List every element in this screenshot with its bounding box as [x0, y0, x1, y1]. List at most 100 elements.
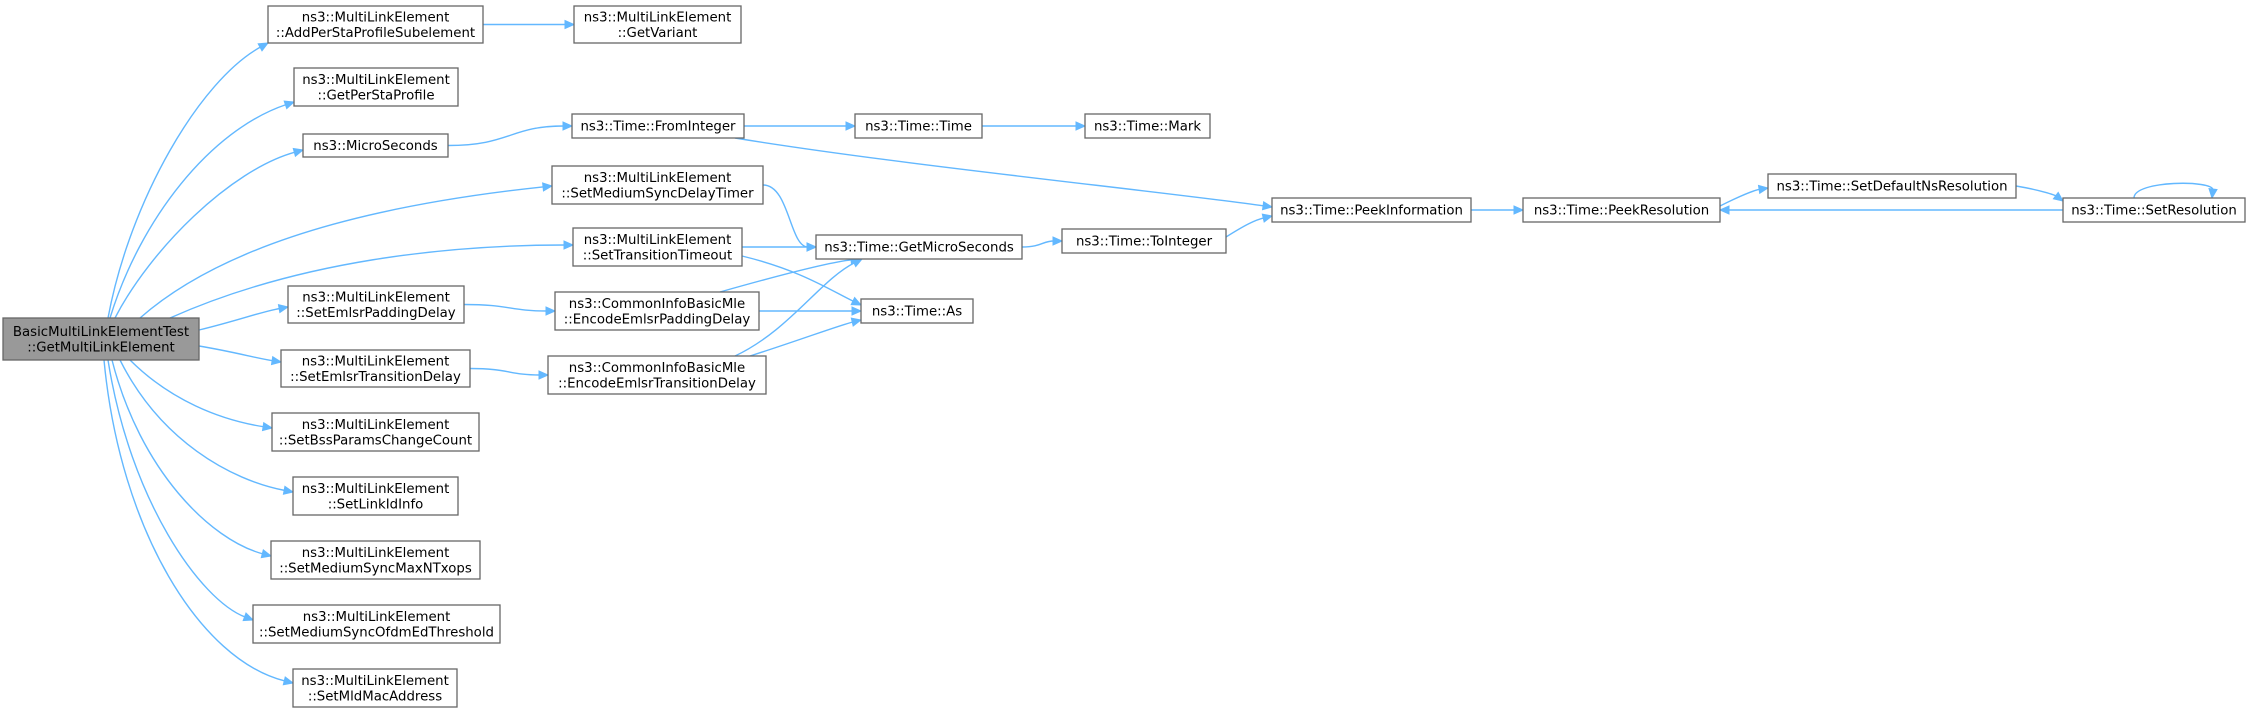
edge-line — [107, 359, 246, 618]
node-label: ::SetEmlsrTransitionDelay — [290, 370, 461, 385]
edge-line — [734, 261, 856, 357]
edge-line — [119, 359, 286, 492]
node-microSec[interactable]: ns3::MicroSeconds — [302, 133, 449, 158]
node-setOfdm[interactable]: ns3::MultiLinkElement::SetMediumSyncOfdm… — [252, 604, 501, 644]
node-box — [571, 113, 745, 139]
node-box — [860, 298, 974, 324]
edge-line — [198, 345, 274, 362]
edge-line — [129, 359, 265, 428]
edge-setEmlsrTrans-to-encTrans — [469, 367, 550, 380]
node-peekRes[interactable]: ns3::Time::PeekResolution — [1522, 197, 1721, 223]
edge-setRes-to-peekRes — [1718, 205, 2063, 215]
node-setRes[interactable]: ns3::Time::SetResolution — [2062, 197, 2246, 223]
node-setMld[interactable]: ns3::MultiLinkElement::SetMldMacAddress — [292, 668, 458, 708]
node-box — [280, 349, 471, 388]
node-setTransTO[interactable]: ns3::MultiLinkElement::SetTransitionTime… — [572, 227, 743, 267]
node-root[interactable]: BasicMultiLinkElementTest::GetMultiLinkE… — [2, 317, 200, 361]
edge-fromInt-to-timeTime — [744, 121, 857, 131]
arrowhead — [845, 121, 857, 131]
node-encPad[interactable]: ns3::CommonInfoBasicMle::EncodeEmlsrPadd… — [554, 291, 760, 331]
node-label: ::GetMultiLinkElement — [27, 340, 174, 355]
node-peekInfo[interactable]: ns3::Time::PeekInformation — [1271, 197, 1472, 223]
edge-getMicro-to-toInt — [1021, 236, 1064, 248]
edge-line — [734, 137, 1265, 207]
node-box — [293, 67, 459, 107]
edge-line — [2015, 185, 2058, 197]
node-label: ns3::Time::GetMicroSeconds — [824, 241, 1014, 256]
edge-line — [107, 46, 262, 319]
node-box — [271, 412, 480, 452]
node-addPerSta[interactable]: ns3::MultiLinkElement::AddPerStaProfileS… — [267, 5, 484, 44]
arrowhead — [850, 296, 863, 306]
node-setMedDelay[interactable]: ns3::MultiLinkElement::SetMediumSyncDela… — [551, 165, 764, 205]
edge-line — [447, 125, 565, 147]
edge-line — [1719, 188, 1761, 207]
node-label: ns3::Time::PeekResolution — [1534, 204, 1709, 219]
edge-line — [1225, 217, 1265, 238]
arrowhead — [1075, 121, 1087, 131]
edge-root-to-setOfdm — [107, 359, 255, 622]
edge-toInt-to-peekInfo — [1225, 213, 1274, 238]
arrowhead — [282, 676, 295, 686]
arrowhead — [1513, 205, 1525, 215]
arrowhead — [1757, 184, 1770, 195]
arrowhead — [282, 485, 295, 495]
edge-line — [1021, 240, 1055, 248]
node-box — [573, 5, 742, 44]
node-box — [551, 165, 764, 205]
node-label: ::SetMediumSyncDelayTimer — [561, 186, 754, 201]
node-label: ns3::MultiLinkElement — [584, 233, 732, 248]
edge-line — [109, 103, 287, 319]
node-setEmlsrPad[interactable]: ns3::MultiLinkElement::SetEmlsrPaddingDe… — [287, 285, 465, 324]
edge-root-to-setEmlsrTrans — [198, 345, 283, 366]
arrowhead — [292, 147, 305, 158]
edge-line — [139, 186, 545, 319]
node-setLinkId[interactable]: ns3::MultiLinkElement::SetLinkIdInfo — [292, 476, 459, 516]
node-label: ::AddPerStaProfileSubelement — [276, 26, 475, 41]
arrowhead — [1718, 205, 1730, 215]
node-timeTime[interactable]: ns3::Time::Time — [854, 113, 983, 139]
node-setBss[interactable]: ns3::MultiLinkElement::SetBssParamsChang… — [271, 412, 480, 452]
arrowhead — [2208, 188, 2218, 200]
node-label: ns3::MultiLinkElement — [303, 610, 451, 625]
node-label: ns3::MultiLinkElement — [584, 10, 732, 25]
node-setDefRes[interactable]: ns3::Time::SetDefaultNsResolution — [1767, 173, 2017, 199]
node-box — [1061, 228, 1227, 254]
node-timeAs[interactable]: ns3::Time::As — [860, 298, 974, 324]
edge-encPad-to-timeAs — [759, 306, 863, 316]
arrowhead — [277, 303, 290, 314]
node-box — [2, 317, 200, 361]
node-getPerSta[interactable]: ns3::MultiLinkElement::GetPerStaProfile — [293, 67, 459, 107]
node-fromInt[interactable]: ns3::Time::FromInteger — [571, 113, 745, 139]
node-encTrans[interactable]: ns3::CommonInfoBasicMle::EncodeEmlsrTran… — [547, 355, 767, 395]
node-label: ::GetVariant — [618, 26, 698, 41]
node-timeMark[interactable]: ns3::Time::Mark — [1084, 113, 1211, 139]
edge-line — [103, 359, 286, 682]
edge-microSec-to-fromInt — [447, 121, 574, 147]
arrowhead — [283, 100, 296, 110]
node-box — [252, 604, 501, 644]
node-setMaxTx[interactable]: ns3::MultiLinkElement::SetMediumSyncMaxN… — [270, 540, 481, 580]
node-toInt[interactable]: ns3::Time::ToInteger — [1061, 228, 1227, 254]
node-box — [287, 285, 465, 324]
node-label: ::EncodeEmlsrPaddingDelay — [564, 312, 751, 327]
arrowhead — [270, 355, 283, 366]
edge-root-to-setLinkId — [119, 359, 295, 495]
node-box — [547, 355, 767, 395]
node-label: ::EncodeEmlsrTransitionDelay — [558, 376, 756, 391]
node-label: ns3::Time::Time — [865, 120, 972, 135]
node-label: ::SetMediumSyncMaxNTxops — [279, 561, 472, 576]
nodes-layer: BasicMultiLinkElementTest::GetMultiLinkE… — [2, 5, 2246, 708]
edge-root-to-setMld — [103, 359, 295, 686]
edge-root-to-setTransTO — [169, 240, 575, 319]
edge-setEmlsrPad-to-encPad — [463, 303, 557, 316]
arrowhead — [850, 317, 863, 327]
arrowhead — [257, 42, 270, 52]
node-box — [1271, 197, 1472, 223]
node-setEmlsrTrans[interactable]: ns3::MultiLinkElement::SetEmlsrTransitio… — [280, 349, 471, 388]
node-getMicro[interactable]: ns3::Time::GetMicroSeconds — [815, 234, 1023, 260]
node-getVariant[interactable]: ns3::MultiLinkElement::GetVariant — [573, 5, 742, 44]
arrowhead — [563, 240, 575, 250]
arrowhead — [564, 19, 576, 30]
node-label: ::SetEmlsrPaddingDelay — [296, 306, 456, 321]
